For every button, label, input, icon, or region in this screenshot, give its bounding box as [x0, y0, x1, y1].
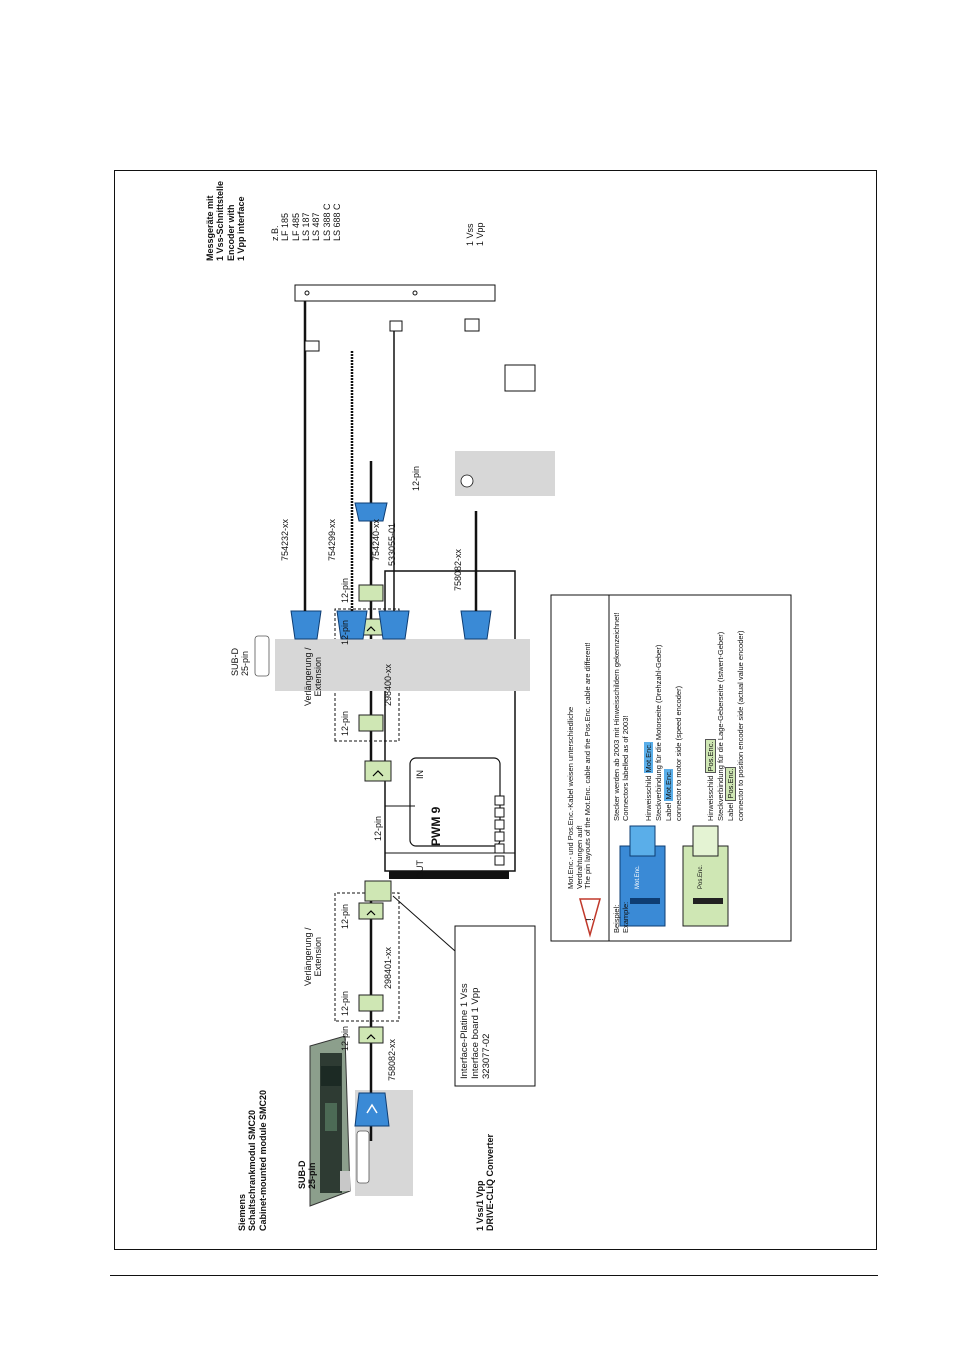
encoder-cable-3: 754240-xx	[371, 518, 381, 561]
ext-left-title: Verlängerung / Extension	[303, 927, 324, 986]
encoder-plugs	[290, 610, 492, 640]
warning-top-text: Mot.Enc.- und Pos.Enc.-Kabel weisen unte…	[566, 642, 593, 889]
pos-enc-connector-picture	[682, 825, 729, 927]
encoder-models: z.B. LF 185 LF 485 LS 187 LS 487 LS 388 …	[270, 203, 343, 241]
pwm-out-pin: 12-pin	[373, 815, 383, 841]
pwm-out-connector	[364, 880, 392, 902]
right-subd-box	[275, 639, 530, 691]
pwm-out-label: OUT	[415, 860, 425, 879]
warning-box	[550, 594, 792, 942]
warning-triangle-icon	[579, 898, 601, 938]
svg-text:!: !	[585, 918, 596, 921]
ext-right-pin-a: 12-pin	[340, 710, 350, 736]
pos-enc-tag: Pos.Enc.	[705, 739, 716, 774]
ext-right-title: Verlängerung / Extension	[303, 647, 324, 706]
encoder-12pin-block	[455, 451, 555, 496]
pos-en: connector to position encoder side (actu…	[736, 630, 745, 821]
pos-sign-line: Hinweisschild Pos.Enc.	[705, 739, 716, 821]
mot-sign-line: Hinweisschild Mot.Enc.	[644, 741, 653, 821]
encoder-12pin-label: 12-pin	[411, 465, 421, 491]
adapter-id: 533055-01	[387, 522, 397, 566]
ext-left-pin-a: 12-pin	[340, 990, 350, 1016]
adapter-blue-plug	[354, 502, 388, 522]
smc20-module	[309, 1035, 351, 1207]
left-subd-connector	[356, 1130, 370, 1184]
mot-enc-tag: Mot.Enc.	[644, 741, 653, 774]
encoder-cable-1: 754232-xx	[280, 518, 290, 561]
interface-pointer	[392, 895, 456, 952]
encoder-cable-2: 754299-xx	[327, 518, 337, 561]
cable-left-id: 758082-xx	[387, 1038, 397, 1081]
right-subd-label: SUB-D 25-pin	[230, 647, 251, 676]
diagram-canvas: ! Siemens Schaltschrankmodul SMC20 Cabin…	[115, 171, 876, 1249]
pos-enc-tag-2: Pos.Enc.	[725, 766, 736, 801]
converter-label: 1 Vss/1 Vpp DRIVE-CLiQ Converter	[475, 1133, 496, 1231]
left-blue-plug	[354, 1092, 390, 1127]
interface-board-box	[454, 925, 536, 1087]
interface-board-text: Interface-Platine 1 Vss Interface board …	[459, 983, 492, 1079]
warning-example: Beispiel: Example:	[612, 901, 630, 933]
ext-right-pin-b: 12-pin	[340, 619, 350, 645]
mot-en: connector to motor side (speed encoder)	[674, 685, 683, 821]
encoders-title: Messgeräte mit 1 Vss-Schnittstelle Encod…	[205, 180, 247, 261]
left-subd-label: SUB-D 25-pin	[297, 1160, 318, 1190]
right-subd-connector	[254, 635, 270, 677]
mot-enc-tag-2: Mot.Enc.	[664, 768, 673, 801]
pwm-in-label: IN	[415, 770, 425, 779]
encoder-signal: 1 Vss 1 Vpp	[465, 222, 486, 246]
ext-right-connector-a	[358, 714, 384, 732]
ext-left-pin-b: 12-pin	[340, 903, 350, 929]
smc20-title: Siemens Schaltschrankmodul SMC20 Cabinet…	[237, 1089, 268, 1231]
mot-enc-connector-picture	[619, 825, 666, 927]
encoder-cable-4: 758082-xx	[453, 548, 463, 591]
diagram-frame: ! Siemens Schaltschrankmodul SMC20 Cabin…	[114, 170, 877, 1250]
wiring-graphics: !	[254, 284, 792, 1207]
mot-label-line: Label Mot.Enc.	[664, 768, 673, 821]
ext-left-id: 298401-xx	[383, 946, 393, 989]
left-12pin-label: 12-pin	[340, 1025, 350, 1051]
ext-left-connector-a	[358, 994, 384, 1012]
mot-connector-text: Mot.Enc.	[635, 865, 641, 889]
ext-right-id: 298400-xx	[383, 663, 393, 706]
ext-right-connector-c	[358, 584, 384, 602]
warning-intro: Stecker werden ab 2003 mit Hinweisschild…	[612, 612, 630, 821]
pwm-name: PWM 9	[429, 806, 443, 846]
mot-de: Steckverbindung für die Motorseite (Dreh…	[654, 644, 663, 821]
encoder-scale	[294, 284, 496, 302]
ext-right-pin-c: 12-pin	[340, 577, 350, 603]
footer-rule	[110, 1275, 878, 1276]
pos-connector-text: Pos.Enc.	[698, 864, 704, 889]
pos-label-line: Label Pos.Enc.	[725, 766, 736, 821]
